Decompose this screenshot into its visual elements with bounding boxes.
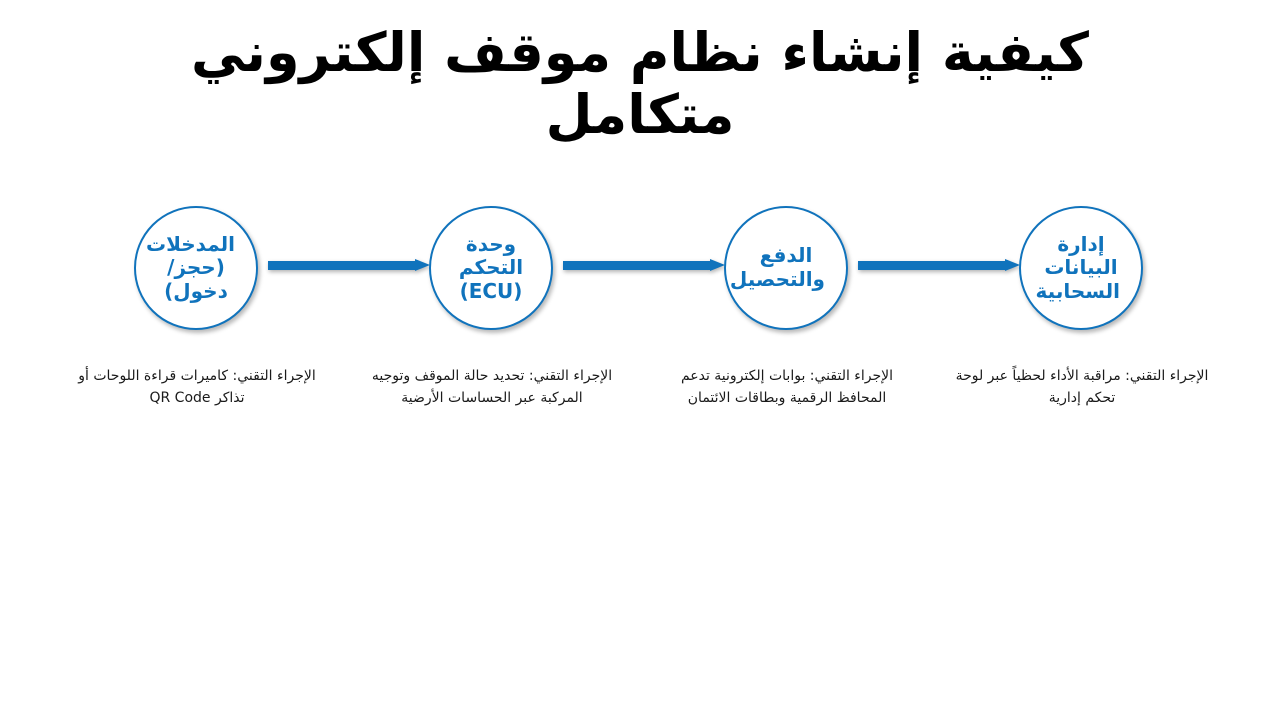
node-circle-shape xyxy=(429,206,553,330)
arrow-head xyxy=(710,259,725,271)
arrow-head xyxy=(1005,259,1020,271)
arrow-shaft xyxy=(268,261,415,270)
flow-node-caption-cloud-data: الإجراء التقني: مراقبة الأداء لحظياً عبر… xyxy=(955,368,1209,406)
flow-node-caption-inputs: الإجراء التقني: كاميرات قراءة اللوحات أو… xyxy=(78,368,316,406)
node-circle-shape xyxy=(724,206,848,330)
flow-node-caption-ecu: الإجراء التقني: تحديد حالة الموقف وتوجيه… xyxy=(371,368,613,406)
flow-node-inputs[interactable]: المدخلات (حجز/دخول) xyxy=(132,200,262,330)
arrow-right-icon-2 xyxy=(563,259,725,272)
flow-node-payment[interactable]: الدفع والتحصيل xyxy=(722,200,852,330)
page-title: كيفية إنشاء نظام موقف إلكتروني متكامل xyxy=(191,21,1089,147)
flow-node-cloud-data[interactable]: إدارة البيانات السحابية xyxy=(1017,200,1147,330)
arrow-head xyxy=(415,259,430,271)
process-flow-diagram: المدخلات (حجز/دخول) وحدة التحكم (ECU) ال… xyxy=(0,200,1280,345)
arrow-right-icon-1 xyxy=(268,259,430,272)
flow-node-ecu[interactable]: وحدة التحكم (ECU) xyxy=(427,200,557,330)
node-circle-shape xyxy=(1019,206,1143,330)
arrow-shaft xyxy=(858,261,1005,270)
flow-node-caption-payment: الإجراء التقني: بوابات إلكترونية تدعم ال… xyxy=(680,368,894,406)
arrow-right-icon-3 xyxy=(858,259,1020,272)
arrow-shaft xyxy=(563,261,710,270)
node-circle-shape xyxy=(134,206,258,330)
